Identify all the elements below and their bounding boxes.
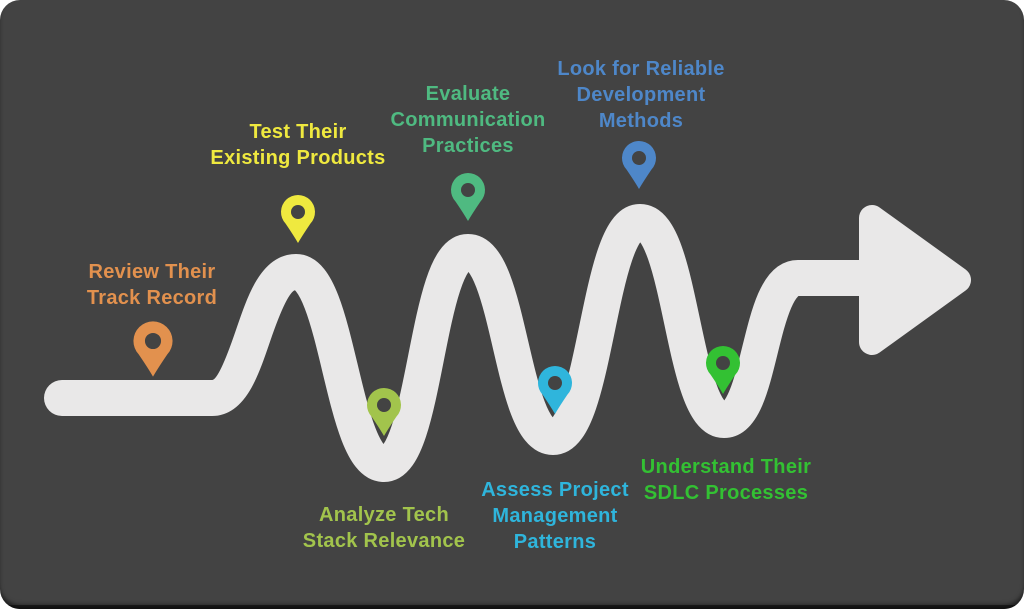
step-label-review-track-record: Review Their Track Record	[86, 261, 218, 309]
map-pin-icon-analyze-tech-stack	[367, 387, 401, 436]
pin-hole	[632, 151, 646, 165]
pin-hole	[291, 205, 305, 219]
map-pin-icon-understand-sdlc	[706, 345, 740, 394]
pin-hole	[716, 356, 730, 370]
map-pin-icon-test-existing-products	[281, 194, 315, 243]
map-pin-icon-evaluate-communication	[451, 172, 485, 221]
pin-hole	[377, 398, 391, 412]
map-pin-icon-assess-project-management	[538, 365, 572, 414]
winding-road	[44, 204, 894, 482]
arrow-head-icon	[859, 205, 971, 355]
map-pin-icon-review-track-record	[133, 321, 173, 377]
pin-hole	[548, 376, 562, 390]
step-label-understand-sdlc: Understand Their SDLC Processes	[640, 456, 812, 504]
step-label-assess-project-management: Assess Project Management Patterns	[481, 479, 629, 553]
step-label-look-reliable-methods: Look for Reliable Development Methods	[557, 58, 725, 132]
map-pin-icon-look-reliable-methods	[622, 140, 656, 189]
step-label-evaluate-communication: Evaluate Communication Practices	[390, 83, 546, 157]
map-pins-layer	[133, 140, 740, 436]
step-label-analyze-tech-stack: Analyze Tech Stack Relevance	[302, 504, 466, 552]
card-bottom-shadow	[0, 605, 1024, 609]
pin-hole	[461, 183, 475, 197]
pin-hole	[144, 332, 162, 350]
step-label-test-existing-products: Test Their Existing Products	[210, 121, 386, 169]
